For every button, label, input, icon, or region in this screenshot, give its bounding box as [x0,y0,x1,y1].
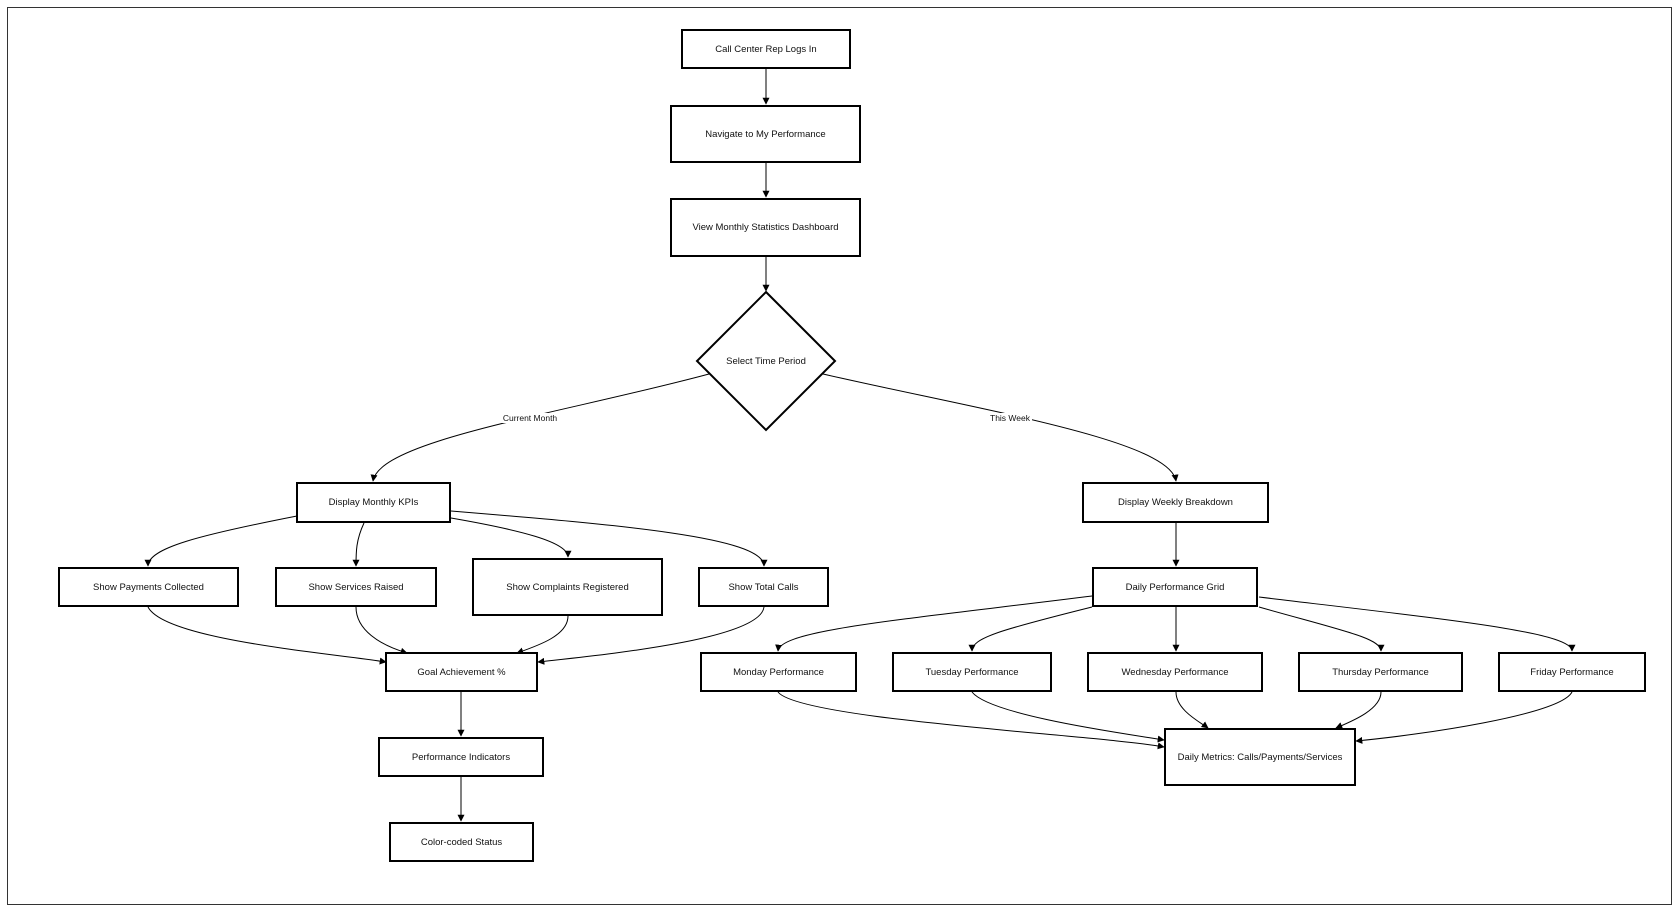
node-login: Call Center Rep Logs In [681,29,851,69]
node-wednesday: Wednesday Performance [1087,652,1263,692]
node-complaints: Show Complaints Registered [472,558,663,616]
node-daily-metrics: Daily Metrics: Calls/Payments/Services [1164,728,1356,786]
node-weekly-breakdown: Display Weekly Breakdown [1082,482,1269,523]
node-color-status: Color-coded Status [389,822,534,862]
node-daily-grid: Daily Performance Grid [1092,567,1258,607]
node-monthly-kpis: Display Monthly KPIs [296,482,451,523]
node-services: Show Services Raised [275,567,437,607]
node-monday: Monday Performance [700,652,857,692]
node-tuesday: Tuesday Performance [892,652,1052,692]
edge-label-current-month: Current Month [500,413,560,423]
node-view-dashboard: View Monthly Statistics Dashboard [670,198,861,257]
node-select-period: Select Time Period [726,355,806,367]
diagram-frame [7,7,1672,905]
node-total-calls: Show Total Calls [698,567,829,607]
node-goal-achievement: Goal Achievement % [385,652,538,692]
node-friday: Friday Performance [1498,652,1646,692]
node-thursday: Thursday Performance [1298,652,1463,692]
node-payments: Show Payments Collected [58,567,239,607]
node-navigate: Navigate to My Performance [670,105,861,163]
node-performance-indicators: Performance Indicators [378,737,544,777]
edge-label-this-week: This Week [988,413,1032,423]
